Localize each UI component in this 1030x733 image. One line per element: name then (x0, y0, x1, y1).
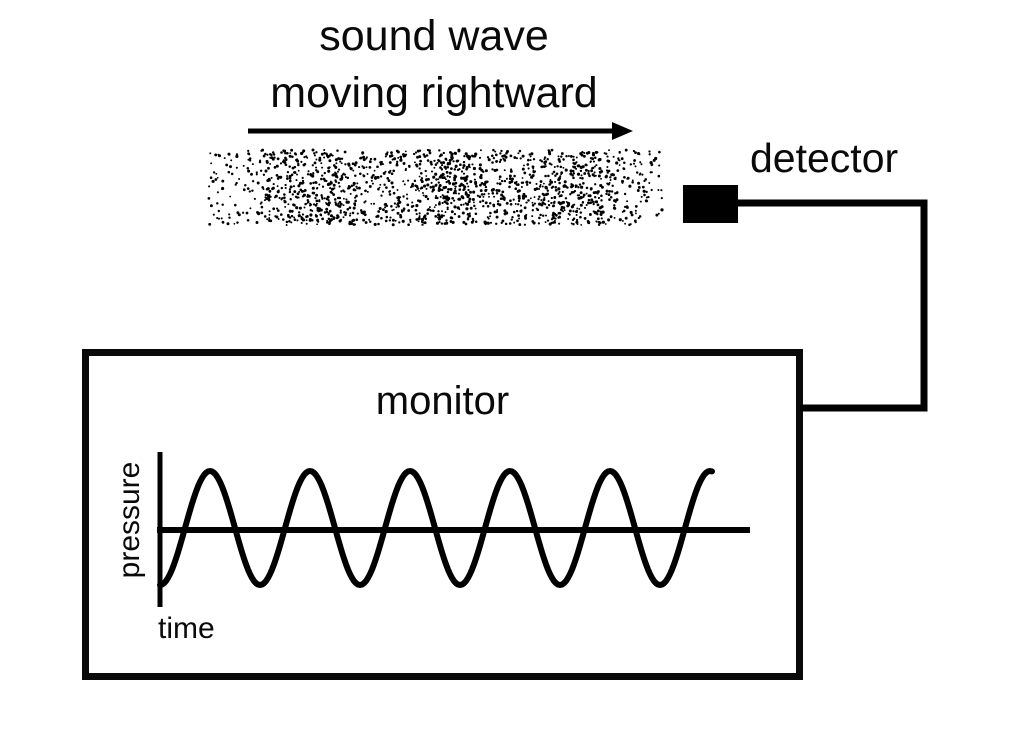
pressure-time-plot (157, 452, 750, 607)
title-line-1: sound wave (319, 12, 549, 60)
detector-label: detector (750, 135, 899, 181)
title-line-2: moving rightward (270, 69, 598, 117)
rightward-arrow (248, 122, 633, 140)
monitor-box (82, 349, 803, 680)
detector-wire (736, 199, 928, 412)
monitor-label: monitor (375, 379, 510, 423)
detector-sensor-box (683, 185, 738, 223)
sound-wave-particle-band (207, 148, 664, 227)
diagram-title: sound wave moving rightward (134, 8, 734, 122)
time-axis-label: time (158, 612, 215, 645)
pressure-axis-label: pressure (113, 461, 146, 579)
